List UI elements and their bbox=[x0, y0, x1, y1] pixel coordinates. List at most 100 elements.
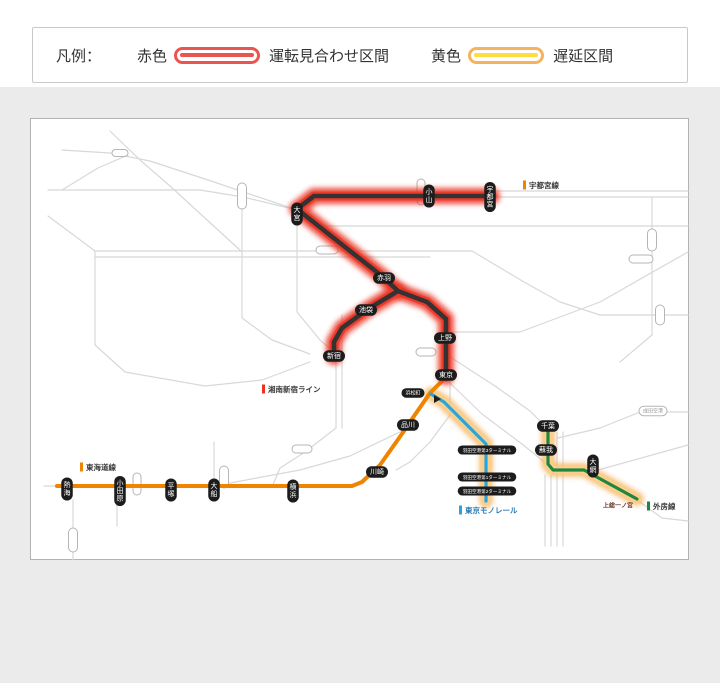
station-pill-shape bbox=[208, 478, 220, 502]
station-pill-shape bbox=[291, 202, 303, 226]
bg-rail-line bbox=[47, 189, 298, 211]
station-pill-shape bbox=[457, 486, 517, 496]
line-label: 東京モノレール bbox=[459, 505, 518, 515]
suspended-line-symbol bbox=[174, 46, 261, 64]
line-label: 湘南新宿ライン bbox=[262, 384, 321, 394]
station-pill: 大網 bbox=[587, 454, 599, 478]
delayed-line-symbol-bar bbox=[474, 53, 539, 57]
line-label-marker bbox=[523, 180, 526, 190]
station-pill: 宇都宮 bbox=[484, 182, 496, 212]
station-pill: 熱海 bbox=[61, 477, 73, 501]
bg-rail-line bbox=[429, 250, 689, 316]
station-pill-shape bbox=[366, 466, 388, 478]
station-pill: 成田空港 bbox=[638, 405, 668, 417]
station-pill-shape bbox=[587, 454, 599, 478]
bg-rail-line bbox=[446, 354, 544, 425]
line-label-marker bbox=[262, 384, 265, 394]
station-pill: 上野 bbox=[434, 332, 456, 344]
legend-delayed-description: 遅延区間 bbox=[553, 47, 614, 65]
station-pill: 羽田空港第2ターミナル bbox=[457, 486, 517, 496]
station-label: 品川 bbox=[401, 421, 415, 429]
station-pill: 川崎 bbox=[366, 466, 388, 478]
bg-station-pill bbox=[237, 182, 247, 210]
line-label-text: 外房線 bbox=[653, 501, 676, 511]
station-pill-shape bbox=[165, 478, 177, 502]
station-pill: 平塚 bbox=[165, 478, 177, 502]
station-label: 成田空港 bbox=[643, 407, 663, 414]
line-label-marker bbox=[459, 505, 462, 515]
line-label-text: 湘南新宿ライン bbox=[268, 384, 321, 394]
station-pill: 千葉 bbox=[537, 420, 559, 432]
station-label: 小山 bbox=[426, 187, 433, 204]
station-pill-shape bbox=[537, 420, 559, 432]
station-label: 浜松町 bbox=[405, 389, 420, 396]
station-label: 横浜 bbox=[290, 482, 297, 499]
station-pill-shape bbox=[535, 444, 557, 456]
station-pill: 新宿 bbox=[323, 350, 345, 362]
bg-rail-line bbox=[61, 154, 129, 191]
station-pill: 小山 bbox=[423, 184, 435, 208]
station-pill-shape bbox=[373, 272, 395, 284]
line-label-text: 東京モノレール bbox=[465, 505, 518, 515]
station-label: 宇都宮 bbox=[487, 184, 494, 208]
delayed-line-symbol bbox=[468, 46, 545, 64]
bg-rail-line bbox=[61, 149, 298, 211]
legend-title: 凡例： bbox=[56, 47, 102, 65]
station-pill: 品川 bbox=[397, 419, 419, 431]
station-label: 羽田空港第1ターミナル bbox=[463, 474, 512, 481]
station-pill: 池袋 bbox=[355, 304, 377, 316]
bg-station-pill bbox=[415, 347, 437, 357]
station-label: 蘇我 bbox=[539, 445, 553, 454]
station-label: 上野 bbox=[438, 333, 452, 342]
bg-station-pill bbox=[647, 228, 657, 252]
station-pill: 東京 bbox=[435, 369, 457, 381]
station-label: 小田原 bbox=[117, 478, 124, 502]
station-pill: 大船 bbox=[208, 478, 220, 502]
bg-rail-line bbox=[619, 196, 653, 363]
line-label: 外房線 bbox=[647, 501, 676, 511]
station-pill-shape bbox=[638, 405, 668, 417]
station-pill-shape bbox=[484, 182, 496, 212]
station-label: 千葉 bbox=[541, 421, 555, 430]
bg-rail-line bbox=[446, 251, 689, 333]
station-label: 羽田空港第3ターミナル bbox=[463, 447, 512, 454]
station-pill-shape bbox=[355, 304, 377, 316]
route-lines bbox=[55, 188, 639, 503]
bg-station-pill bbox=[111, 149, 129, 157]
station-label: 熱海 bbox=[64, 480, 71, 497]
station-label: 池袋 bbox=[359, 305, 373, 314]
bg-rail-line bbox=[241, 185, 311, 355]
background-network bbox=[43, 130, 689, 561]
station-pill: 浜松町 bbox=[401, 388, 425, 398]
station-pill: 蘇我 bbox=[535, 444, 557, 456]
line-labels: 宇都宮線湘南新宿ライン東海道線東京モノレール外房線上総一ノ宮 bbox=[80, 180, 676, 515]
bg-station-pill bbox=[655, 304, 665, 326]
legend-bar: 凡例： 赤色 運転見合わせ区間 黄色 遅延区間 bbox=[32, 27, 688, 83]
line-label-text: 宇都宮線 bbox=[529, 180, 559, 190]
station-pill-shape bbox=[397, 419, 419, 431]
station-label: 新宿 bbox=[327, 351, 341, 360]
line-label: 上総一ノ宮 bbox=[603, 502, 633, 510]
station-pill-shape bbox=[423, 184, 435, 208]
station-label: 大宮 bbox=[294, 205, 301, 222]
bg-rail-line bbox=[213, 427, 409, 489]
line-label-marker bbox=[80, 462, 83, 472]
station-pill-shape bbox=[401, 388, 425, 398]
legend-suspended-description: 運転見合わせ区間 bbox=[269, 47, 390, 65]
station-pill: 横浜 bbox=[287, 479, 299, 503]
legend-red-label: 赤色 bbox=[137, 47, 168, 65]
bg-station-pill bbox=[291, 444, 313, 454]
station-pill-shape bbox=[61, 477, 73, 501]
station-label: 羽田空港第2ターミナル bbox=[463, 488, 512, 495]
route-utsunomiya-line-suspended bbox=[294, 193, 495, 380]
monorail-start-marker bbox=[434, 395, 441, 403]
route-tokaido-line bbox=[55, 375, 448, 488]
station-pill-shape bbox=[287, 479, 299, 503]
station-pill-shape bbox=[457, 472, 517, 482]
station-pill: 小田原 bbox=[114, 476, 126, 506]
bg-rail-line bbox=[557, 411, 689, 439]
line-label: 宇都宮線 bbox=[523, 180, 559, 190]
bg-rail-line bbox=[109, 130, 243, 253]
